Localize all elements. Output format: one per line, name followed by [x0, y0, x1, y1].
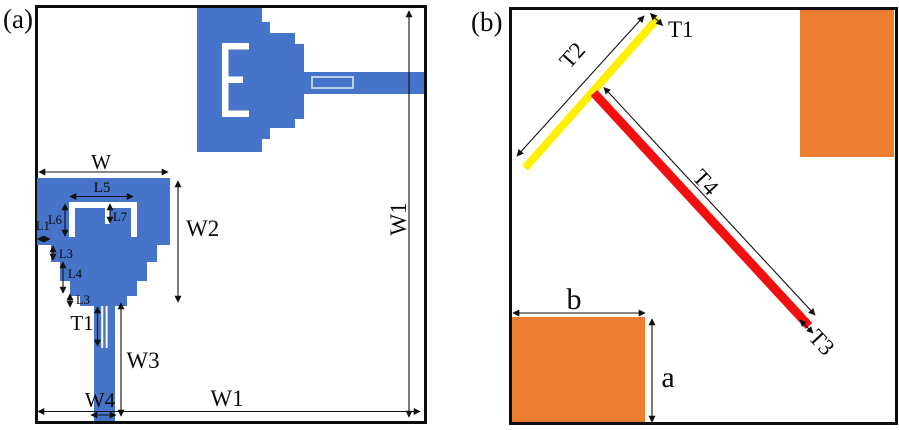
label-w1-side: W1	[386, 202, 411, 235]
panel-a: W L5 L6 L7 L1 L3 L4 L3 W2 T1 W3 W4 W1 W1	[35, 5, 427, 424]
e-slot-mid-arm	[222, 76, 243, 83]
panel-b-dimensions	[512, 13, 816, 423]
panel-a-dimensions	[36, 10, 421, 419]
panel-b: T1 T2 T4 T3 b a	[509, 7, 898, 425]
left-patch-band4	[70, 280, 137, 296]
left-patch-band3	[60, 261, 147, 281]
dim-tick-t1	[650, 13, 663, 26]
u-slot-left-leg	[69, 202, 75, 237]
u-slot-right-leg	[131, 202, 137, 237]
e-patch-step1	[261, 22, 270, 139]
panel-b-tag: (b)	[471, 7, 502, 37]
left-patch-band5	[80, 295, 127, 306]
stepped-patch-left	[37, 178, 170, 421]
label-w: W	[91, 150, 111, 174]
left-patch-band2	[51, 244, 157, 262]
label-l5: L5	[94, 180, 111, 196]
label-l3-bottom: L3	[76, 293, 90, 307]
label-t1-b: T1	[668, 17, 694, 42]
e-slot-bottom-arm	[222, 110, 249, 117]
dim-line-t4	[603, 86, 816, 316]
left-patch-band1	[37, 178, 170, 245]
label-a: a	[661, 361, 674, 394]
label-w3: W3	[126, 348, 159, 373]
label-w1-bottom: W1	[210, 386, 243, 411]
e-slot-top-arm	[222, 43, 249, 50]
label-l3-top: L3	[59, 247, 73, 261]
label-l1: L1	[36, 219, 50, 233]
e-patch-step2	[269, 33, 295, 128]
label-w2: W2	[186, 216, 219, 241]
feed-strip-slit-left	[101, 306, 104, 348]
ground-patch-top-right	[800, 10, 894, 157]
e-patch-top	[197, 8, 424, 152]
feed-line-top	[303, 72, 424, 94]
label-b: b	[567, 283, 582, 316]
dim-line-t2	[516, 15, 645, 157]
ground-patch-bottom-left	[512, 317, 645, 422]
label-l7: L7	[113, 210, 127, 224]
panel-a-tag: (a)	[3, 4, 33, 34]
feed-strip-slit-right	[105, 306, 108, 348]
dim-tick-t3	[799, 319, 814, 334]
u-slot-mid-leg	[105, 202, 110, 224]
label-l4: L4	[68, 267, 83, 281]
e-patch-step3	[294, 44, 304, 119]
label-l6: L6	[48, 213, 62, 227]
label-t1-a: T1	[70, 311, 93, 335]
u-slot-top	[69, 202, 137, 208]
label-w4: W4	[85, 388, 116, 412]
feed-coupling-slot	[311, 76, 354, 89]
